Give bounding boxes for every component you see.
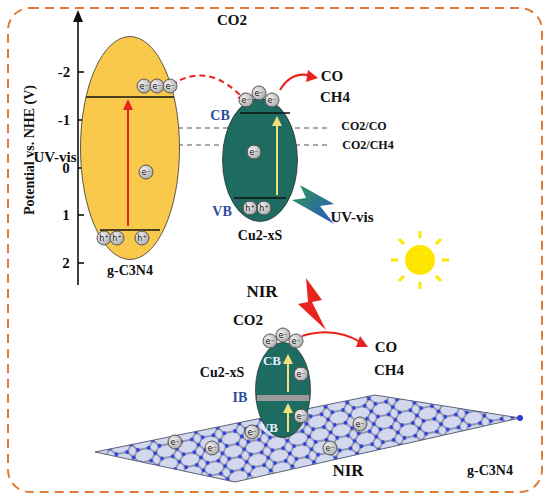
axis-arrowhead [73,10,83,22]
tick-label: -2 [58,64,71,81]
electron: e⁻ [168,435,183,450]
electron: e⁻ [353,417,368,432]
electron: e⁻ [163,79,178,94]
molecule-label: CO2 [217,12,247,29]
material-label: g-C3N4 [107,263,153,278]
arrowhead [356,336,368,347]
dashed-frame [8,8,542,492]
molecule-label: CO [321,68,344,85]
band-label: CB [210,108,229,123]
electron: e⁻ [294,367,309,382]
band-label: VB [260,421,278,435]
light-label: NIR [332,462,363,481]
electron-transfer-arrow [171,75,246,102]
light-label: NIR [246,283,277,302]
light-label: UV-vis [33,149,76,166]
band-ellipse: g-C3N4 [80,36,180,260]
tick-label: -1 [58,112,71,129]
hole: h⁺ [243,201,258,216]
molecule-label: CH4 [320,89,350,106]
band-ellipse: Cu2-xSCBIBVB [255,342,311,438]
band-label: CB [263,354,281,368]
ellipse-outline [80,36,180,260]
material-label: Cu2-xS [200,365,244,380]
band-label: IB [233,390,248,405]
electron: e⁻ [294,409,309,424]
hole: h⁺ [110,231,125,246]
arrowhead [306,70,318,82]
electron: e⁻ [265,93,280,108]
electron: e⁻ [205,441,220,456]
electron: e⁻ [247,145,262,160]
electron: e⁻ [245,425,260,440]
potential-label: CO2/CH4 [342,139,393,152]
molecule-label: CO2 [233,312,263,329]
electron: e⁻ [323,441,338,456]
material-label: g-C3N4 [467,463,513,478]
material-label: Cu2-xS [238,228,282,243]
hole: h⁺ [135,231,150,246]
potential-label: CO2/CO [341,120,386,133]
tick-label: 2 [62,255,70,272]
light-bolt [292,185,334,224]
band-label: VB [212,204,231,219]
sun [391,231,449,289]
molecule-label: CH4 [374,362,404,379]
hole: h⁺ [257,201,272,216]
nir-bolt [298,278,326,330]
electron: e⁻ [139,165,154,180]
tick-label: 1 [62,207,70,224]
electron: e⁻ [289,334,304,349]
light-label: UV-vis [330,209,373,226]
molecule-label: CO [375,339,398,356]
